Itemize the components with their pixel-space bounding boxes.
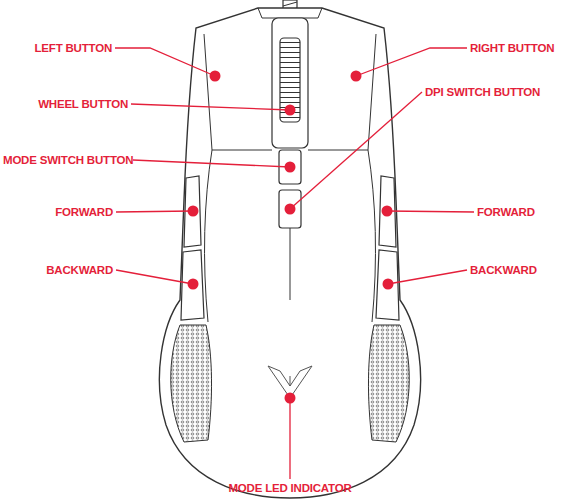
side-seams [205,150,376,322]
callout-label: MODE SWITCH BUTTON [3,154,133,167]
leader-line [290,92,422,209]
center-seam [290,228,291,300]
callout-label: BACKWARD [46,264,113,277]
callout-label: RIGHT BUTTON [470,42,554,55]
leader-line [115,48,215,76]
leader-line [356,48,467,76]
mouse-body [159,8,420,498]
callout-label: MODE LED INDICATOR [228,482,351,495]
callout-dot [351,71,362,82]
callout-label: DPI SWITCH BUTTON [425,86,540,99]
leader-line [116,211,193,212]
callout-label: WHEEL BUTTON [38,98,128,111]
callout-dot [285,393,296,404]
callout-dot [382,206,393,217]
dpi-button [279,190,301,228]
left-side-buttons [181,176,204,320]
callout-dot [285,105,296,116]
callout-dot [188,206,199,217]
leader-line [387,211,474,212]
leader-line [289,398,290,479]
left-grip [171,325,212,442]
callout-dot [188,279,199,290]
leader-line [133,160,290,167]
callout-label: FORWARD [55,206,113,219]
callout-dot [285,162,296,173]
leader-line [116,270,193,284]
right-grip [368,325,409,442]
callout-label: BACKWARD [470,264,537,277]
callout-dot [383,279,394,290]
wheel-housing [272,18,308,148]
leader-line [388,270,467,284]
top-seam [258,8,322,18]
callout-dot [210,71,221,82]
right-side-buttons [376,176,399,320]
callout-dot [285,204,296,215]
leader-line [131,104,290,110]
callout-label: FORWARD [477,206,535,219]
callout-label: LEFT BUTTON [35,42,112,55]
